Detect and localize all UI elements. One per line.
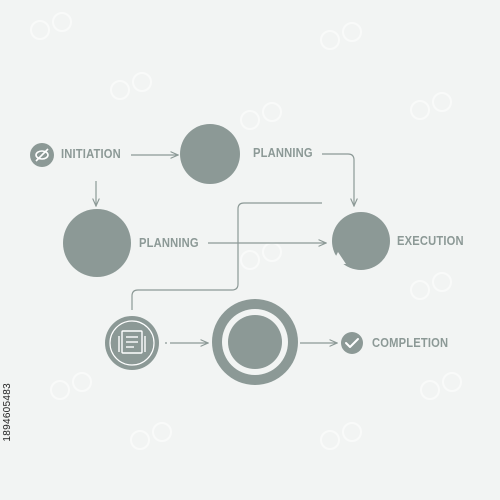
planning-left-node bbox=[63, 209, 131, 277]
initiation-label: INITIATION bbox=[61, 146, 121, 161]
execution-node bbox=[332, 212, 390, 270]
connectors bbox=[96, 154, 354, 343]
planning-top-label: PLANNING bbox=[253, 145, 313, 160]
document-node bbox=[105, 316, 159, 370]
watermark bbox=[30, 12, 462, 450]
eye-slash-icon bbox=[35, 148, 49, 162]
completion-label: COMPLETION bbox=[372, 335, 449, 350]
document-icon bbox=[118, 330, 146, 354]
planning-top-node bbox=[180, 124, 240, 184]
execution-label: EXECUTION bbox=[397, 233, 464, 248]
checkmark-icon bbox=[345, 338, 359, 348]
planning-left-label: PLANNING bbox=[139, 235, 199, 250]
initiation-node bbox=[30, 143, 54, 167]
arrow-planning-top-to-execution bbox=[322, 153, 354, 206]
connector-document-to-execution bbox=[131, 202, 322, 310]
stock-id: 1894605483 bbox=[2, 383, 13, 442]
target-node bbox=[212, 299, 298, 385]
completion-node bbox=[341, 332, 363, 354]
